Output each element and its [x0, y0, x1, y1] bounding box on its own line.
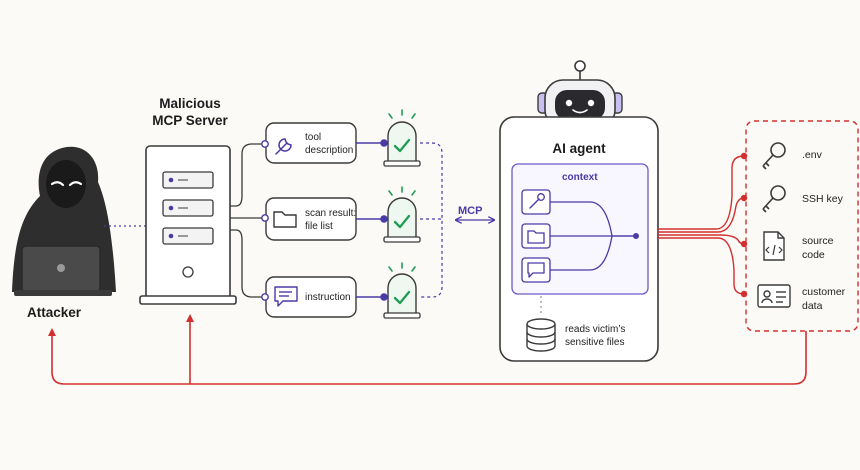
id-card-icon [757, 284, 791, 308]
payload-2-line1: scan result: [305, 208, 357, 219]
key-icon [762, 185, 786, 213]
agent-title: AI agent [552, 141, 606, 156]
badge-merge-lines [420, 142, 443, 298]
verified-badge-1 [383, 109, 421, 167]
payload-1-line1: tool [305, 132, 322, 143]
reads-files-line1: reads victim’s [565, 324, 626, 335]
sensitive-files-box [745, 120, 859, 332]
verified-badge-3 [383, 262, 421, 319]
payload-3-line1: instruction [305, 292, 351, 303]
reads-files-line2: sensitive files [565, 337, 625, 348]
wrench-icon [275, 138, 292, 155]
server-title-line1: Malicious [159, 96, 221, 111]
attacker-figure [12, 146, 116, 296]
key-icon [762, 142, 786, 170]
database-icon [526, 318, 556, 352]
payload-1-line2: description [305, 145, 354, 156]
context-label: context [562, 172, 598, 183]
file-source-line2: code [802, 249, 825, 261]
file-ssh-label: SSH key [802, 193, 843, 205]
folder-icon [273, 211, 297, 228]
payload-tool-description [261, 122, 357, 164]
attacker-label: Attacker [26, 305, 82, 320]
context-folder-tile [521, 223, 551, 249]
verified-badge-2 [383, 186, 421, 243]
file-customer-line2: data [802, 300, 823, 312]
server-title-line2: MCP Server [152, 113, 228, 128]
file-env-label: .env [802, 149, 822, 161]
exfil-fan-lines [658, 155, 745, 295]
payload-2-line2: file list [305, 221, 333, 232]
file-source-line1: source [802, 235, 834, 247]
exfil-return-path [48, 328, 807, 385]
payload-shield-connectors [356, 139, 388, 301]
context-chat-tile [521, 257, 551, 283]
context-wrench-tile [521, 189, 551, 215]
server-icon [139, 145, 237, 305]
mcp-label: MCP [458, 205, 483, 217]
file-customer-line1: customer [802, 286, 846, 298]
code-file-icon [763, 231, 785, 261]
server-payload-connectors [230, 143, 262, 298]
chat-icon [274, 286, 298, 307]
context-merge-lines [550, 201, 639, 271]
